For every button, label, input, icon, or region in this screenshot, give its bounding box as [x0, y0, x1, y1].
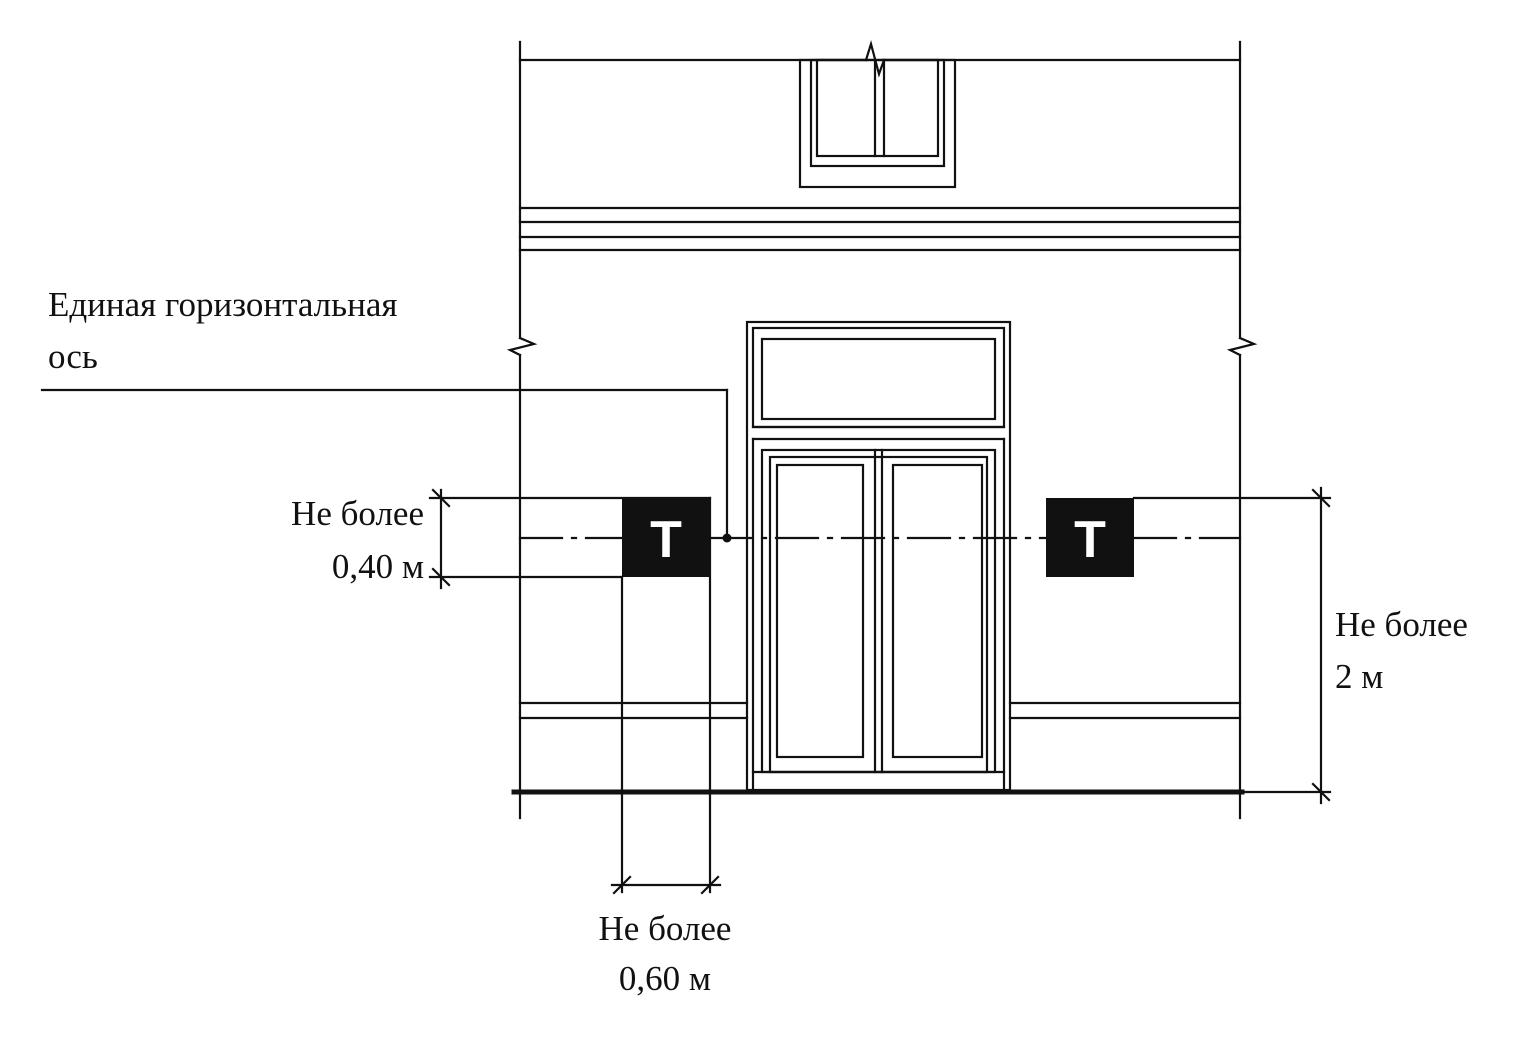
axis-callout-line1: Единая горизонтальная — [48, 285, 397, 324]
dim-height-sign-line2: 0,40 м — [332, 547, 424, 586]
dim-width-sign-line1: Не более — [599, 909, 732, 948]
building-outline — [506, 40, 1258, 820]
dim-width-sign-line2: 0,60 м — [619, 959, 711, 998]
axis-callout-line2: ось — [48, 337, 98, 376]
dim-height-sign-line1: Не более — [291, 494, 424, 533]
axis-callout-leader — [40, 388, 729, 540]
cornice-band — [518, 206, 1242, 252]
sign-left-letter: Т — [650, 511, 682, 569]
axis-point-marker — [722, 533, 732, 543]
dimension-total-height — [1132, 486, 1332, 805]
dim-height-total-line2: 2 м — [1335, 657, 1383, 696]
sign-right: Т — [1046, 498, 1134, 577]
entrance-door — [745, 320, 1012, 792]
dim-height-total-line1: Не более — [1335, 605, 1468, 644]
plinth-band — [518, 701, 1242, 720]
sign-left: Т — [622, 498, 710, 577]
sign-right-letter: Т — [1074, 511, 1106, 569]
upper-window — [798, 58, 957, 189]
